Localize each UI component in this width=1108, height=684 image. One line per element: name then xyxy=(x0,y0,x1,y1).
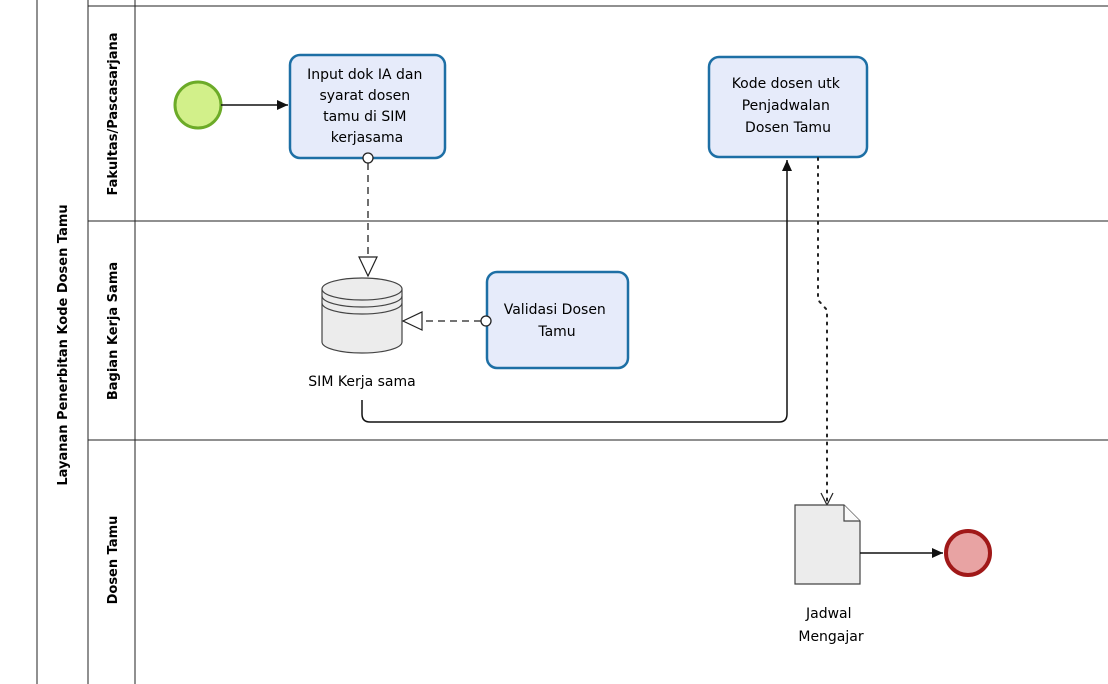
association-origin-validasi xyxy=(480,315,492,327)
task-kode-dosen[interactable]: Kode dosen utk Penjadwalan Dosen Tamu xyxy=(707,55,869,159)
task-validasi-line-1: Validasi Dosen xyxy=(504,302,606,318)
lane-label-fakultas: Fakultas/Pascasarjana xyxy=(106,32,121,195)
association-origin-input xyxy=(362,152,374,164)
data-store-sim[interactable] xyxy=(321,277,403,354)
document-jadwal[interactable] xyxy=(794,504,861,585)
task-input-line-4: kerjasama xyxy=(331,130,404,146)
task-validasi-line-2: Tamu xyxy=(537,324,575,340)
start-event[interactable] xyxy=(173,80,223,130)
document-label-line-1: Jadwal xyxy=(805,606,852,622)
pool-label: Layanan Penerbitan Kode Dosen Tamu xyxy=(56,204,71,485)
task-input-line-3: tamu di SIM xyxy=(323,109,406,125)
svg-text:Validasi Dosen Tamu: Validasi Dosen Tamu xyxy=(504,302,611,340)
lane-label-bagian-kerja-sama: Bagian Kerja Sama xyxy=(106,262,121,400)
sequence-flow-sim-to-kode xyxy=(361,160,792,423)
svg-text:Input dok IA dan syarat: Input dok IA dan syarat dosen tamu di SI… xyxy=(307,67,427,146)
data-store-label: SIM Kerja sama xyxy=(308,374,415,390)
task-kode-line-1: Kode dosen utk xyxy=(732,76,841,92)
lane-label-dosen-tamu: Dosen Tamu xyxy=(106,516,121,605)
task-input-dok[interactable]: Input dok IA dan syarat dosen tamu di SI… xyxy=(288,53,447,160)
task-input-line-2: syarat dosen xyxy=(319,88,410,104)
task-validasi-dosen[interactable]: Validasi Dosen Tamu xyxy=(485,270,630,370)
svg-text:Kode dosen utk Penjadwal: Kode dosen utk Penjadwalan Dosen Tamu xyxy=(732,76,845,136)
svg-text:Jadwal Mengajar: Jadwal Mengajar xyxy=(798,606,864,645)
task-kode-line-3: Dosen Tamu xyxy=(745,120,831,136)
message-flow-kode-to-jadwal xyxy=(817,157,827,506)
task-kode-line-2: Penjadwalan xyxy=(742,98,830,114)
document-label-line-2: Mengajar xyxy=(798,629,864,645)
pool: Layanan Penerbitan Kode Dosen Tamu xyxy=(36,0,1108,684)
task-input-line-1: Input dok IA dan xyxy=(307,67,422,83)
end-event[interactable] xyxy=(944,529,992,577)
